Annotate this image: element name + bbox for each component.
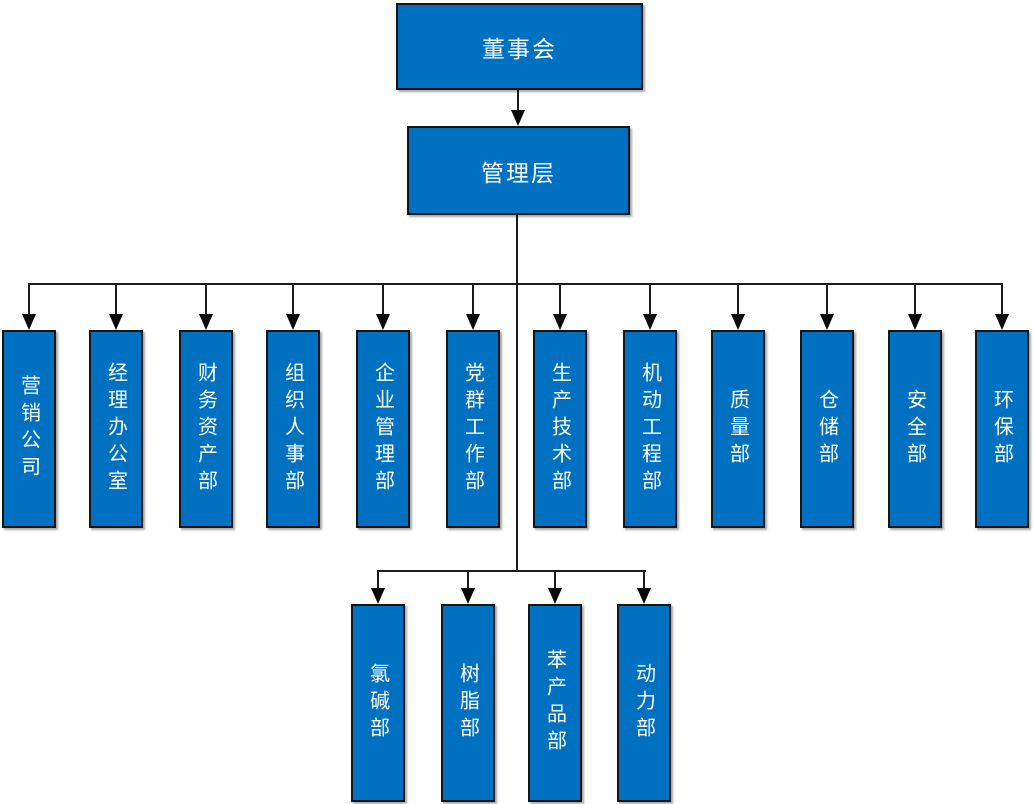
connector-line: [28, 284, 30, 315]
org-box-management: 管理层: [407, 126, 630, 215]
org-box-organization-hr-dept: 组织人事部: [266, 330, 320, 528]
org-box-label: 氯碱部: [366, 662, 389, 744]
connector-line: [826, 284, 828, 315]
connector-line: [1001, 284, 1003, 315]
org-box-label: 动力部: [632, 662, 655, 744]
org-box-marketing-company: 营销公司: [2, 330, 56, 528]
connector-line: [737, 284, 739, 315]
connector-stem: [516, 215, 518, 572]
connector-line: [554, 572, 556, 589]
connector-line: [472, 284, 474, 315]
arrow-down-icon: [22, 314, 36, 330]
connector-line: [382, 284, 384, 315]
org-box-label: 安全部: [903, 388, 926, 470]
arrow-down-icon: [548, 588, 562, 604]
org-box-label: 企业管理部: [371, 361, 394, 497]
org-box-label: 质量部: [726, 388, 749, 470]
arrow-down-icon: [995, 314, 1009, 330]
org-box-label: 环保部: [990, 388, 1013, 470]
arrow-down-icon: [820, 314, 834, 330]
org-box-production-technology-dept: 生产技术部: [533, 330, 587, 528]
connector-line: [559, 284, 561, 315]
org-box-label: 财务资产部: [194, 361, 217, 497]
org-box-party-group-work-dept: 党群工作部: [446, 330, 500, 528]
connector-line: [115, 284, 117, 315]
connector-line: [377, 570, 646, 572]
arrow-down-icon: [286, 314, 300, 330]
arrow-down-icon: [466, 314, 480, 330]
connector-line: [914, 284, 916, 315]
arrow-down-icon: [511, 110, 525, 126]
connector-line: [205, 284, 207, 315]
org-box-quality-dept: 质量部: [711, 330, 765, 528]
connector-line: [649, 284, 651, 315]
org-box-enterprise-management-dept: 企业管理部: [356, 330, 410, 528]
org-box-label: 管理层: [481, 160, 556, 186]
org-box-label: 机动工程部: [638, 361, 661, 497]
org-box-finance-assets-dept: 财务资产部: [179, 330, 233, 528]
arrow-down-icon: [553, 314, 567, 330]
org-box-label: 经理办公室: [104, 361, 127, 497]
arrow-down-icon: [376, 314, 390, 330]
org-box-safety-dept: 安全部: [888, 330, 942, 528]
org-box-label: 组织人事部: [281, 361, 304, 497]
arrow-down-icon: [637, 588, 651, 604]
connector-line: [517, 90, 519, 112]
connector-line: [28, 283, 1003, 285]
connector-line: [377, 572, 379, 589]
arrow-down-icon: [461, 588, 475, 604]
org-box-environmental-protection-dept: 环保部: [975, 330, 1029, 528]
org-box-benzene-products-dept: 苯产品部: [528, 604, 582, 802]
arrow-down-icon: [371, 588, 385, 604]
org-box-chlor-alkali-dept: 氯碱部: [351, 604, 405, 802]
org-box-label: 仓储部: [815, 388, 838, 470]
org-box-label: 苯产品部: [543, 649, 566, 757]
org-box-label: 树脂部: [456, 662, 479, 744]
arrow-down-icon: [731, 314, 745, 330]
org-box-mechanical-engineering-dept: 机动工程部: [623, 330, 677, 528]
connector-line: [467, 572, 469, 589]
org-box-label: 营销公司: [17, 375, 40, 483]
arrow-down-icon: [109, 314, 123, 330]
arrow-down-icon: [908, 314, 922, 330]
org-box-warehousing-dept: 仓储部: [800, 330, 854, 528]
arrow-down-icon: [199, 314, 213, 330]
org-box-label: 董事会: [482, 36, 557, 62]
org-box-board-of-directors: 董事会: [396, 3, 643, 90]
connector-line: [292, 284, 294, 315]
arrow-down-icon: [643, 314, 657, 330]
org-box-power-dept: 动力部: [617, 604, 671, 802]
connector-line: [643, 572, 645, 589]
org-box-manager-office: 经理办公室: [89, 330, 143, 528]
org-box-label: 党群工作部: [461, 361, 484, 497]
org-box-resin-dept: 树脂部: [441, 604, 495, 802]
org-box-label: 生产技术部: [548, 361, 571, 497]
